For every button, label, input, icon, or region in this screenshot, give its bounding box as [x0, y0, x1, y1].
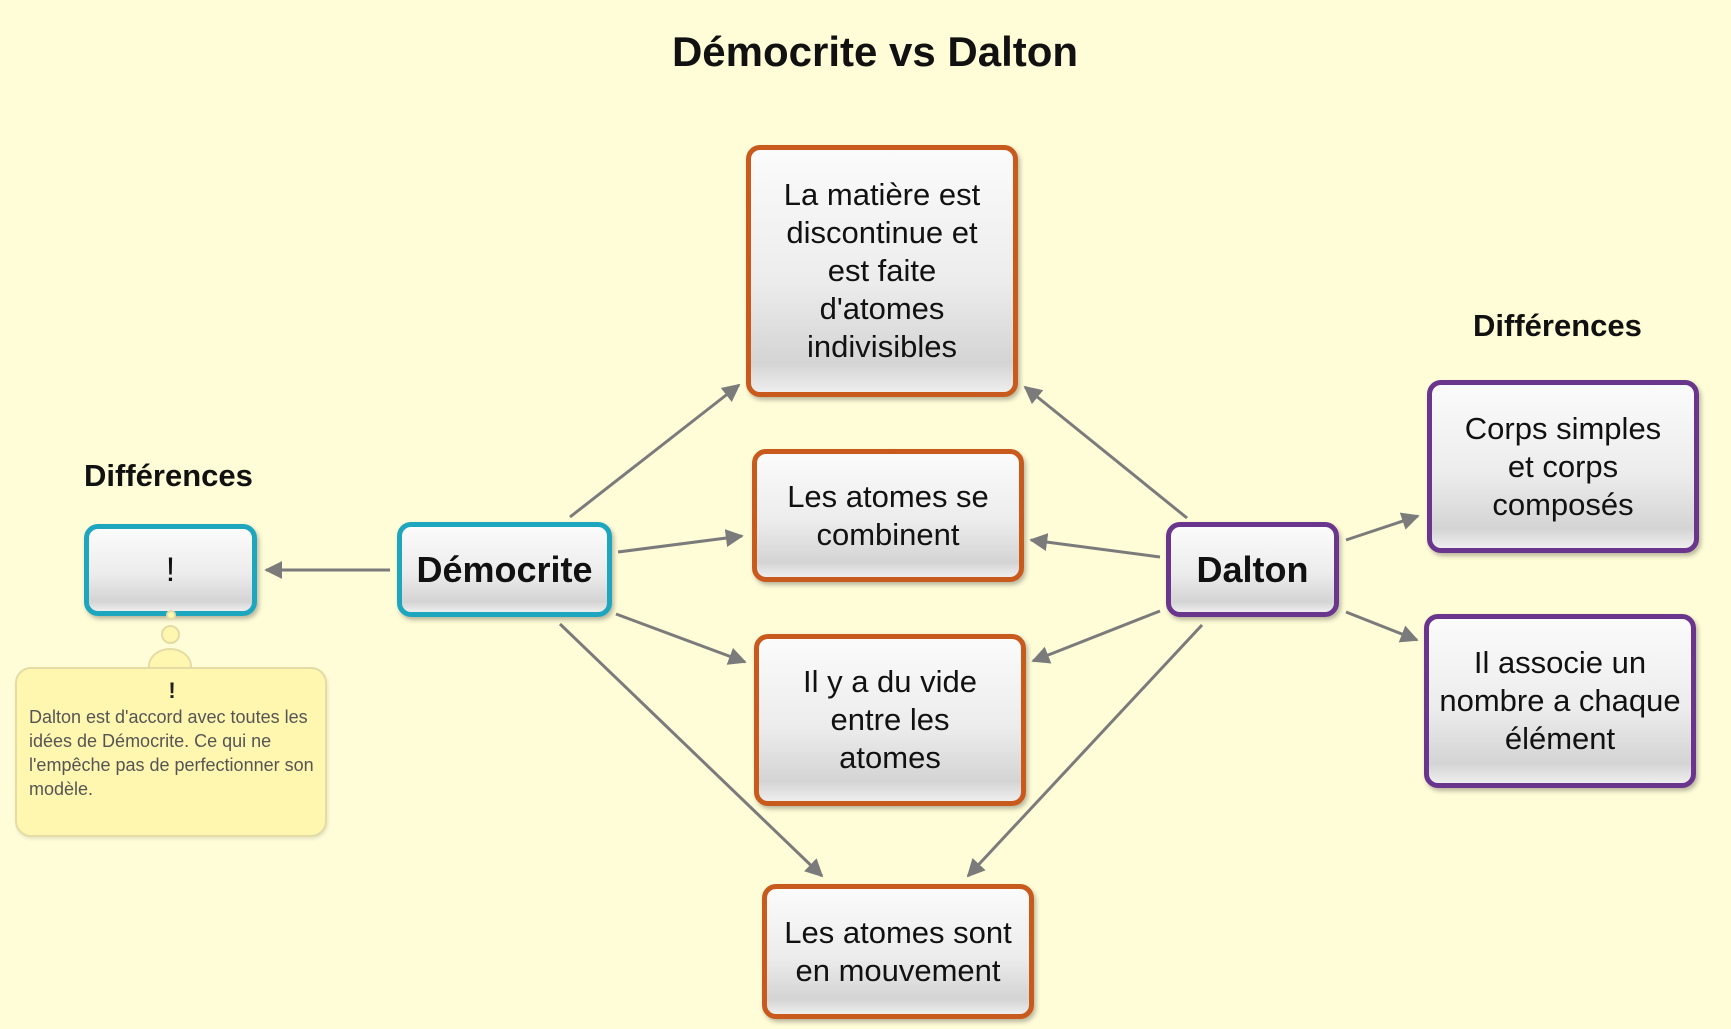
vide-node-label: Il y a du vide entre les atomes	[802, 664, 978, 775]
combinent-node[interactable]: Les atomes se combinent	[752, 449, 1024, 582]
democrite-node[interactable]: Démocrite	[397, 522, 612, 617]
corps-node-label: Corps simples et corps composés	[1464, 410, 1662, 522]
arrow-dalton-to-combinent	[1029, 533, 1161, 559]
exclaim-node-label: !	[165, 551, 176, 589]
arrow-dalton-to-corps	[1345, 512, 1420, 542]
exclaim-node[interactable]: !	[84, 524, 257, 616]
arrow-democrite-to-combinent	[617, 529, 744, 554]
matiere-node[interactable]: La matière est discontinue et est faite …	[746, 145, 1018, 397]
vide-node[interactable]: Il y a du vide entre les atomes	[754, 634, 1026, 806]
arrow-dalton-to-nombre	[1345, 610, 1419, 643]
diagram-title: Démocrite vs Dalton	[671, 28, 1079, 75]
nombre-node-label: Il associe un nombre a chaque élément	[1439, 645, 1681, 756]
callout-note-text: Dalton est d'accord avec toutes les idée…	[29, 707, 314, 799]
mouvement-node[interactable]: Les atomes sont en mouvement	[762, 884, 1034, 1019]
note-connector-dot-large	[161, 625, 180, 644]
callout-note-title: !	[168, 678, 176, 703]
arrow-democrite-to-mouvement	[558, 622, 824, 878]
heading-differences-left: Différences	[84, 458, 253, 493]
arrow-dalton-to-mouvement	[966, 623, 1204, 878]
matiere-node-label: La matière est discontinue et est faite …	[783, 177, 981, 364]
nombre-node[interactable]: Il associe un nombre a chaque élément	[1424, 614, 1696, 788]
dalton-node[interactable]: Dalton	[1166, 522, 1339, 617]
arrow-democrite-to-matiere	[569, 383, 741, 519]
arrow-democrite-to-vide	[615, 612, 747, 665]
corps-node[interactable]: Corps simples et corps composés	[1427, 380, 1699, 553]
mouvement-node-label: Les atomes sont en mouvement	[784, 914, 1012, 988]
arrow-dalton-to-matiere	[1023, 385, 1188, 520]
heading-differences-right: Différences	[1473, 308, 1642, 343]
dalton-node-label: Dalton	[1196, 548, 1309, 590]
arrow-dalton-to-vide	[1031, 609, 1161, 664]
combinent-node-label: Les atomes se combinent	[787, 478, 989, 552]
callout-note[interactable]: ! Dalton est d'accord avec toutes les id…	[15, 667, 327, 837]
note-connector-dot-small	[166, 610, 176, 620]
democrite-node-label: Démocrite	[416, 548, 593, 590]
